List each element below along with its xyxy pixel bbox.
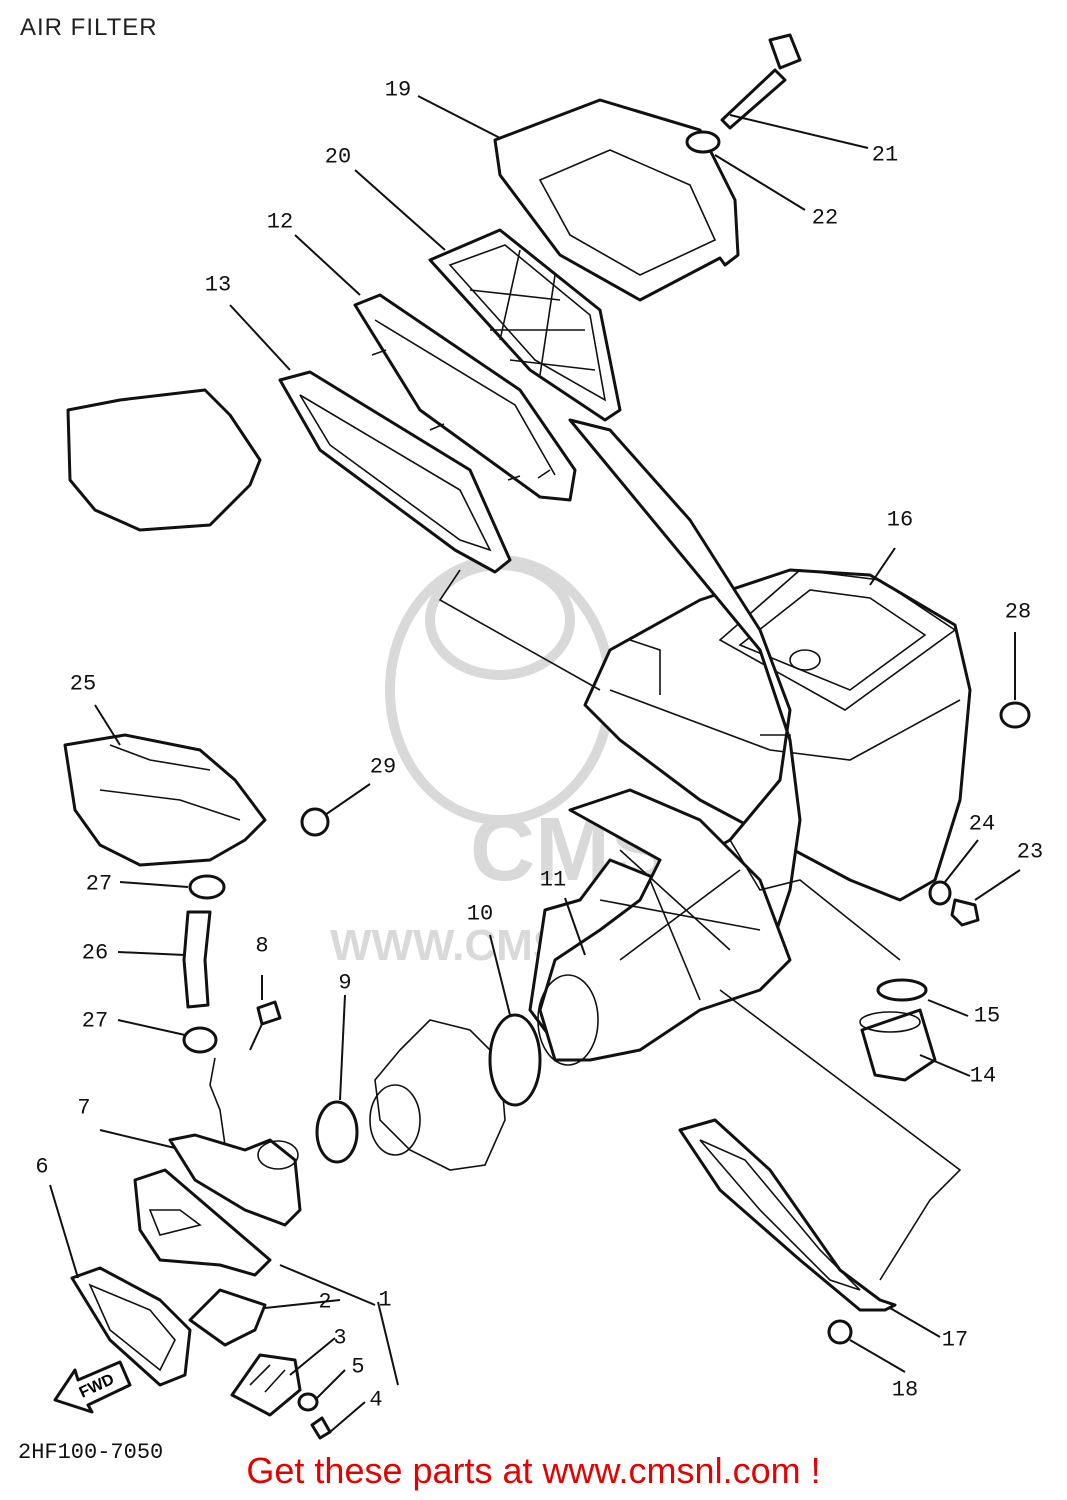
part-29-bolt[interactable] — [999, 701, 1031, 729]
callout-19: 19 — [384, 77, 412, 103]
carburetor-reference — [369, 1019, 506, 1171]
part-12-joint-plate[interactable] — [353, 293, 577, 502]
callout-3: 3 — [333, 1325, 347, 1351]
callout-10: 10 — [466, 901, 494, 927]
part-14-joint-sleeve[interactable] — [859, 1008, 937, 1082]
callout-16: 16 — [886, 507, 914, 533]
part-5-washer[interactable] — [297, 1392, 319, 1412]
part-22-washer[interactable] — [685, 130, 721, 154]
part-28-bolt[interactable] — [300, 807, 330, 837]
part-26-hose[interactable] — [182, 910, 212, 1009]
part-23-bolt[interactable] — [950, 898, 980, 927]
callout-20: 20 — [324, 144, 352, 170]
part-27-clamp-upper[interactable] — [188, 874, 226, 900]
part-10-clamp[interactable] — [488, 1013, 542, 1107]
callout-2: 2 — [318, 1289, 332, 1315]
callout-27-upper: 27 — [85, 871, 113, 897]
callout-6: 6 — [35, 1154, 49, 1180]
callout-7: 7 — [77, 1095, 91, 1121]
cta-link[interactable]: Get these parts at www.cmsnl.com ! — [246, 1450, 821, 1491]
part-25-cover[interactable] — [63, 388, 267, 867]
part-27-clamp-lower[interactable] — [182, 1026, 218, 1054]
call-to-action: Get these parts at www.cmsnl.com ! — [0, 1450, 1067, 1492]
part-2-reed-valve[interactable] — [188, 1288, 267, 1347]
part-4-screw[interactable] — [310, 1416, 332, 1440]
callout-15: 15 — [973, 1003, 1001, 1029]
part-21-bolt[interactable] — [720, 33, 802, 130]
part-3-stopper[interactable] — [230, 1353, 302, 1417]
part-15-gasket[interactable] — [876, 978, 928, 1002]
part-9-clamp[interactable] — [315, 1100, 359, 1164]
part-20-element-guide[interactable] — [428, 228, 622, 422]
callout-21: 21 — [871, 142, 899, 168]
part-17-plate[interactable] — [678, 1118, 897, 1312]
callout-23: 23 — [1016, 839, 1044, 865]
callout-25: 25 — [69, 671, 97, 697]
callout-9: 9 — [338, 970, 352, 996]
callout-26: 26 — [81, 940, 109, 966]
part-6-gasket[interactable] — [70, 1266, 192, 1387]
part-19-filter-element[interactable] — [493, 98, 740, 302]
part-11-air-filter-joint[interactable] — [528, 418, 802, 1066]
callout-17: 17 — [941, 1327, 969, 1353]
callout-5: 5 — [351, 1354, 365, 1380]
callout-11: 11 — [539, 867, 567, 893]
callout-14: 14 — [969, 1063, 997, 1089]
callout-8: 8 — [255, 933, 269, 959]
callout-28: 29 — [369, 754, 397, 780]
part-24-washer[interactable] — [928, 880, 952, 906]
callout-12: 12 — [266, 209, 294, 235]
forward-direction-arrow: FWD — [53, 1360, 132, 1414]
diagram-title: AIR FILTER — [20, 14, 158, 41]
part-7-intake-manifold[interactable] — [168, 1133, 302, 1227]
callout-1: 1 — [378, 1287, 392, 1313]
callout-27-lower: 27 — [81, 1008, 109, 1034]
callout-22: 22 — [811, 205, 839, 231]
part-16-air-filter-case[interactable] — [583, 568, 972, 902]
leader-lines — [49, 95, 1021, 1433]
callout-4: 4 — [369, 1387, 383, 1413]
part-13-gasket[interactable] — [278, 370, 512, 574]
part-18-nut[interactable] — [827, 1319, 853, 1345]
part-8-bolt[interactable] — [249, 1000, 282, 1051]
assembly-lines — [209, 569, 962, 1281]
callout-13: 13 — [204, 272, 232, 298]
callout-24: 24 — [968, 811, 996, 837]
callout-29: 28 — [1004, 599, 1032, 625]
part-1-reed-valve-assembly[interactable] — [133, 1168, 272, 1277]
callout-18: 18 — [891, 1377, 919, 1403]
diagram-code: 2HF100-7050 — [18, 1440, 164, 1465]
